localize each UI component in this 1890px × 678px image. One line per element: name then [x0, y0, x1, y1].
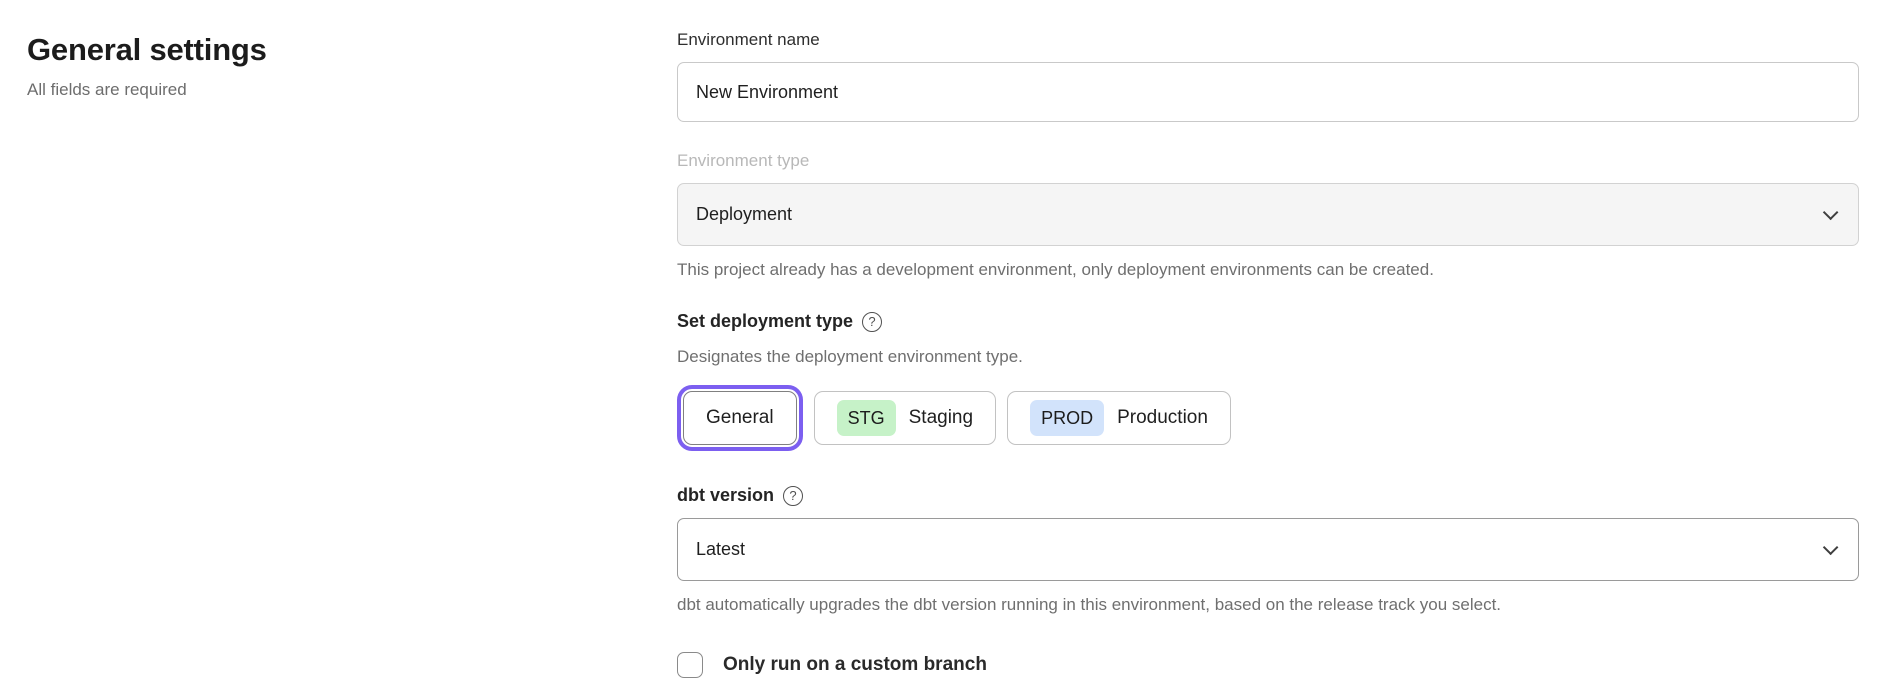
environment-name-label: Environment name	[677, 30, 820, 49]
chevron-down-icon	[1822, 539, 1839, 556]
deployment-type-option-staging-label: Staging	[908, 407, 974, 428]
environment-name-input[interactable]	[677, 62, 1859, 122]
help-icon[interactable]: ?	[783, 485, 804, 506]
page-title: General settings	[27, 32, 267, 67]
page-subtitle: All fields are required	[27, 80, 187, 99]
deployment-type-option-production[interactable]: PROD Production	[1007, 391, 1231, 445]
custom-branch-checkbox[interactable]	[677, 652, 703, 678]
environment-type-label: Environment type	[677, 151, 810, 170]
environment-type-value: Deployment	[696, 204, 793, 224]
dbt-version-header: dbt version ?	[677, 485, 1859, 506]
staging-badge: STG	[836, 400, 896, 436]
environment-type-helper: This project already has a development e…	[677, 260, 1434, 279]
deployment-type-options: General STG Staging PROD Production	[677, 385, 1859, 451]
deployment-type-option-general[interactable]: General	[677, 385, 803, 451]
deployment-type-option-production-label: Production	[1117, 407, 1208, 428]
custom-branch-label[interactable]: Only run on a custom branch	[723, 654, 987, 675]
help-icon[interactable]: ?	[862, 311, 883, 332]
environment-type-select: Deployment	[677, 183, 1859, 246]
page-header: General settings All fields are required	[27, 32, 627, 100]
dbt-version-label: dbt version	[677, 485, 775, 505]
dbt-version-helper: dbt automatically upgrades the dbt versi…	[677, 595, 1502, 614]
deployment-type-header: Set deployment type ?	[677, 311, 1859, 332]
custom-branch-row: Only run on a custom branch	[677, 652, 1859, 678]
dbt-version-select[interactable]: Latest	[677, 518, 1859, 581]
deployment-type-option-staging[interactable]: STG Staging	[813, 391, 997, 445]
environment-form: Environment name Environment type Deploy…	[677, 30, 1859, 678]
deployment-type-label: Set deployment type	[677, 311, 854, 331]
deployment-type-helper: Designates the deployment environment ty…	[677, 347, 1023, 366]
dbt-version-value: Latest	[696, 539, 746, 559]
deployment-type-option-general-label: General	[706, 407, 774, 428]
chevron-down-icon	[1822, 204, 1839, 221]
production-badge: PROD	[1030, 400, 1105, 436]
